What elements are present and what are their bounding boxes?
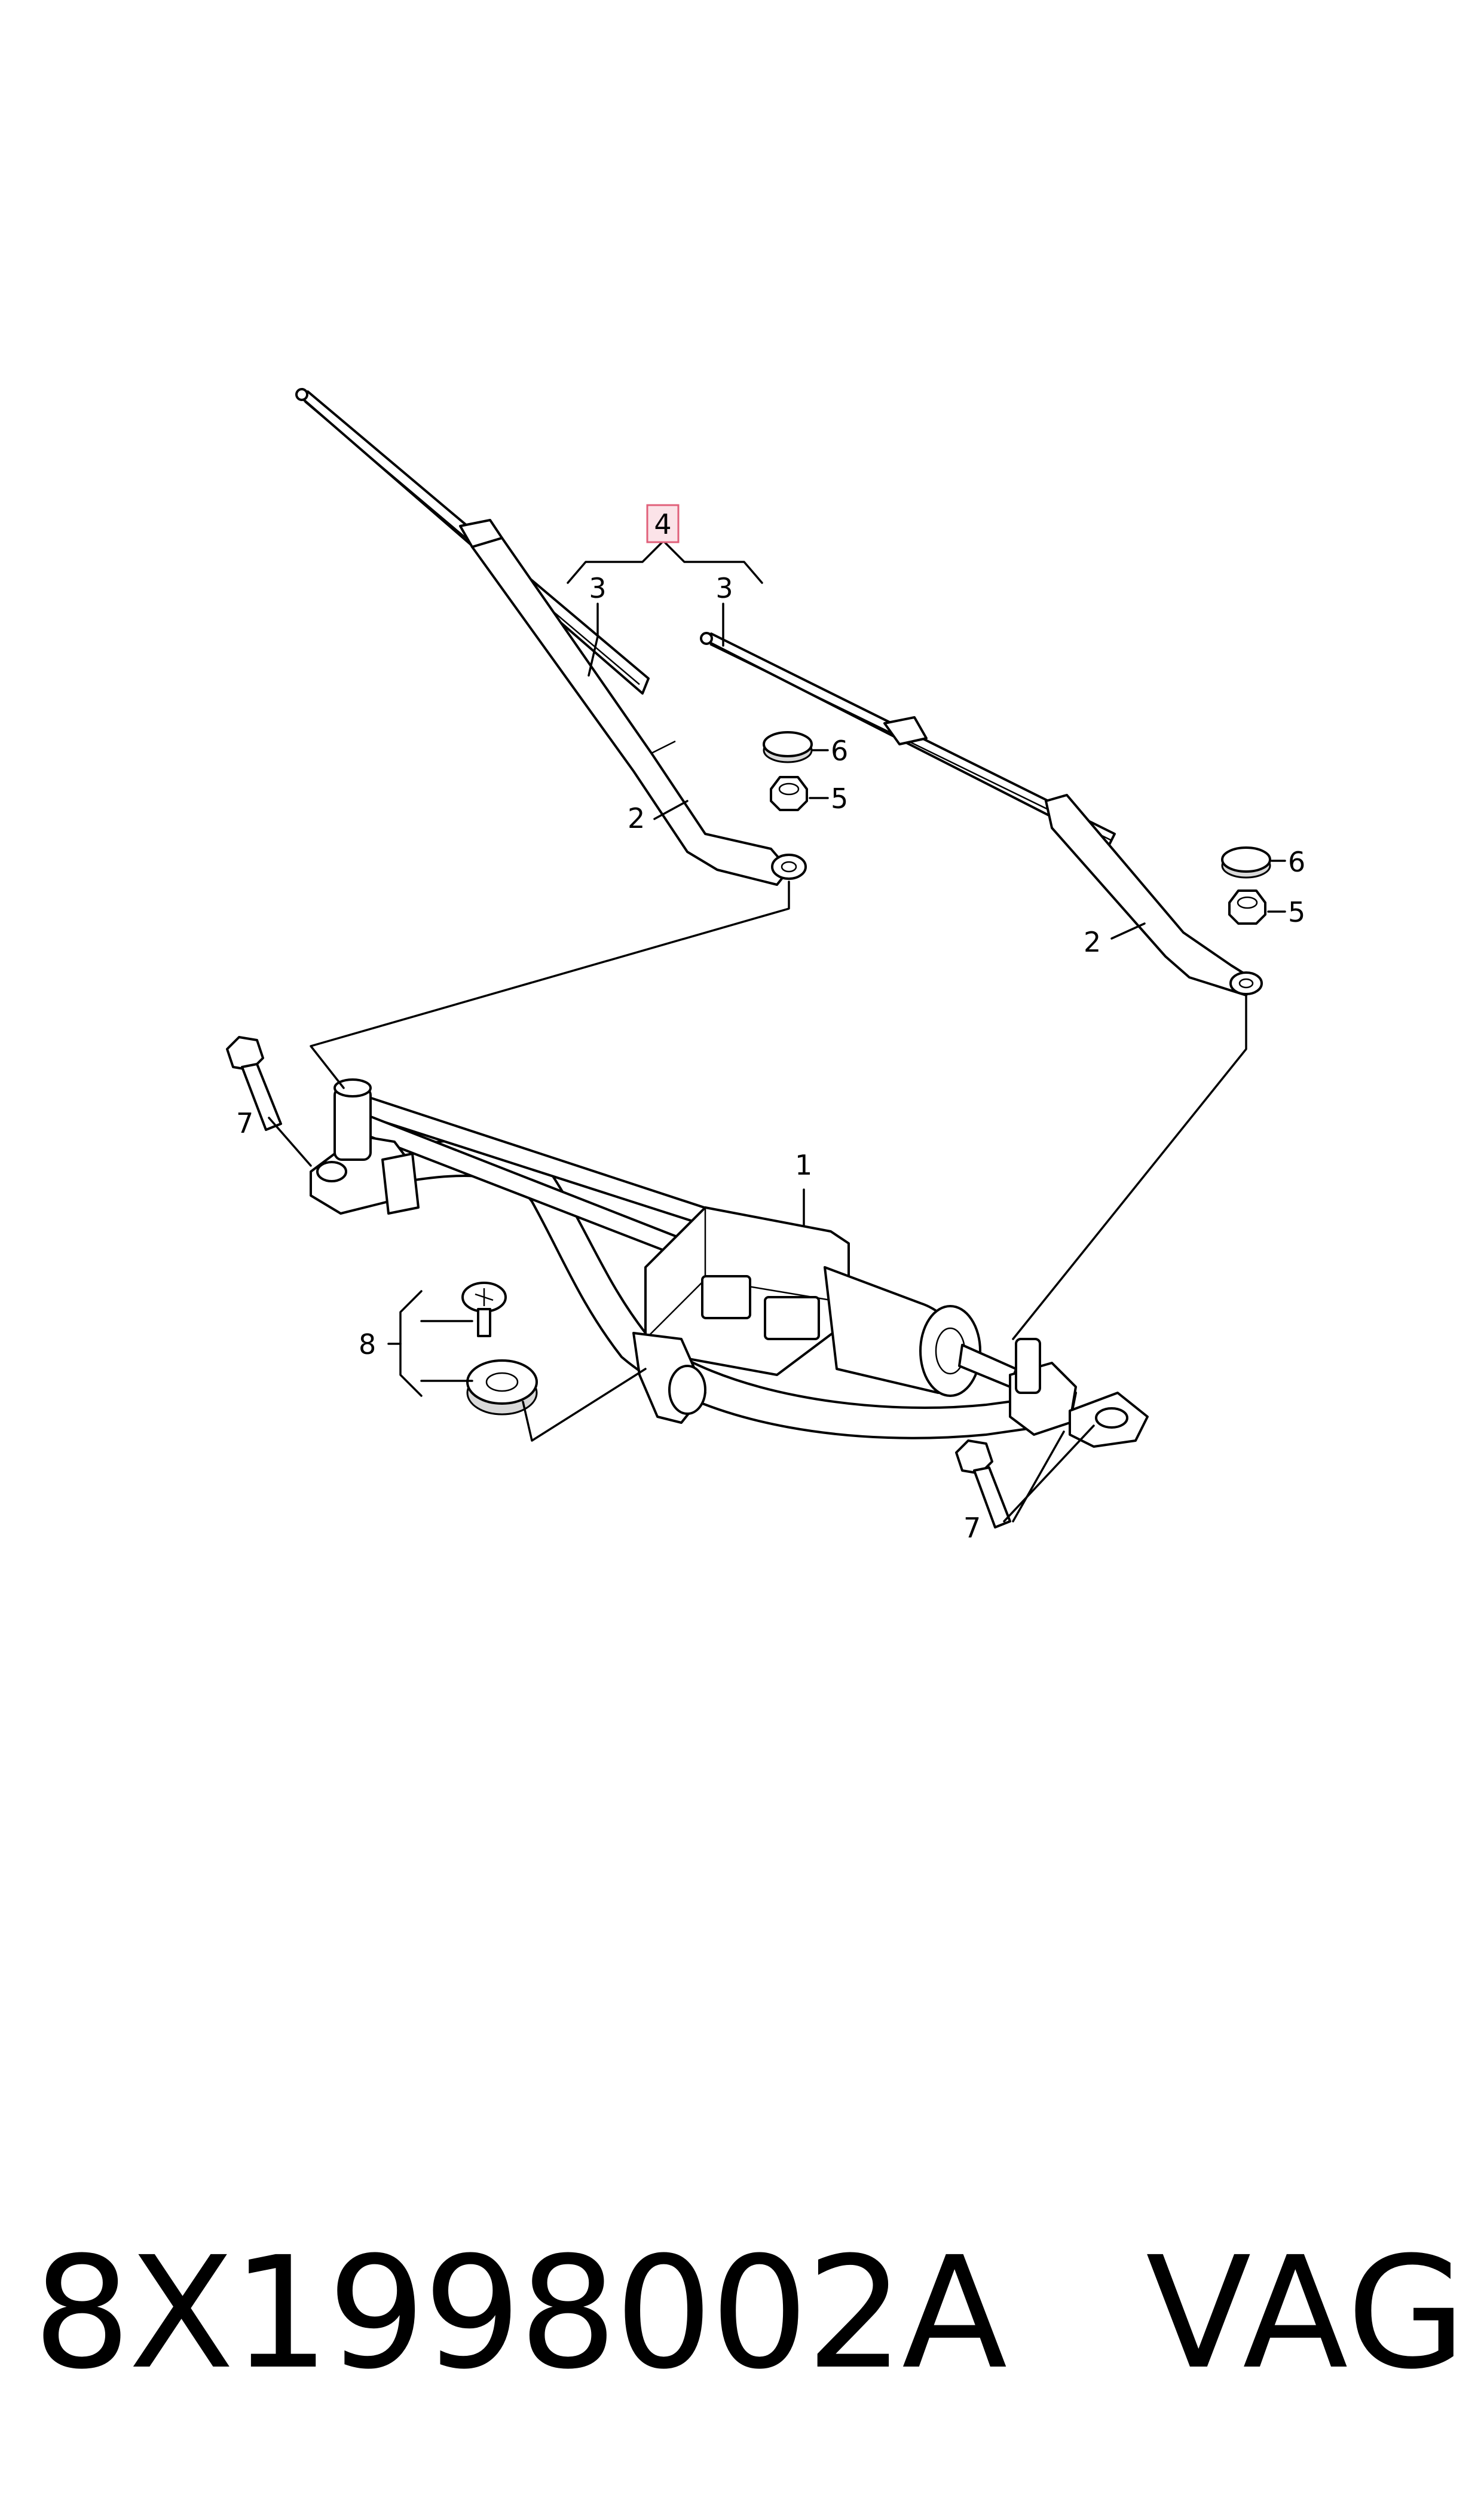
bolt-left	[226, 1036, 282, 1131]
wiper-arm-left	[471, 537, 807, 886]
bolt-right	[955, 1439, 1011, 1528]
callout-4-highlight	[646, 504, 680, 543]
callout-5-left: 5	[831, 782, 848, 815]
cap-right	[1221, 846, 1271, 879]
callout-4: 4	[654, 508, 671, 540]
callout-7-right: 7	[963, 1512, 981, 1544]
grommet	[466, 1359, 538, 1416]
wiper-blade-right	[700, 632, 1116, 847]
screw	[461, 1282, 507, 1337]
nut-left	[770, 776, 808, 811]
callout-5-right: 5	[1288, 896, 1305, 928]
callout-3-left: 3	[589, 572, 606, 604]
callout-8: 8	[359, 1328, 376, 1361]
cap-left	[763, 731, 813, 763]
footer: 8X1998002A VAG	[33, 2224, 1467, 2403]
wiper-motor-linkage	[310, 1078, 1149, 1448]
callout-6-right: 6	[1288, 846, 1305, 878]
part-number: 8X1998002A	[33, 2224, 1007, 2403]
callout-3-right: 3	[715, 572, 733, 604]
callout-2-left: 2	[628, 802, 645, 834]
brand-name: VAG	[1146, 2224, 1467, 2403]
callout-1: 1	[795, 1149, 812, 1181]
nut-right	[1228, 889, 1266, 925]
callout-2-right: 2	[1084, 926, 1101, 958]
wiper-arm-right	[1045, 794, 1263, 996]
callout-7-left: 7	[236, 1107, 253, 1139]
callout-6-left: 6	[831, 735, 848, 767]
